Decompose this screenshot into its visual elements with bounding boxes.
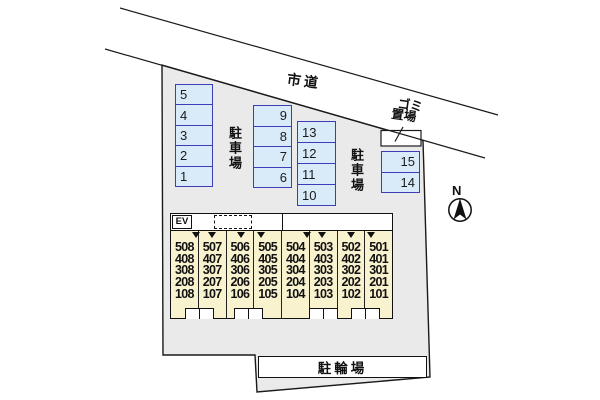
room-number-205: 205 [258, 275, 277, 290]
room-number-402: 402 [341, 251, 361, 266]
room-number-405: 405 [258, 251, 277, 266]
room-number-107: 107 [202, 286, 222, 301]
room-number-208: 208 [174, 275, 194, 290]
entrance-marker-icon [257, 232, 265, 238]
parking-space-1: 1 [176, 165, 212, 186]
entrance-marker-icon [208, 232, 216, 238]
road-line-lower [104, 48, 486, 159]
room-number-104: 104 [285, 286, 305, 301]
room-number-407: 407 [202, 251, 222, 266]
room-number-302: 302 [341, 263, 361, 278]
entrance-marker-icon [318, 232, 326, 238]
room-number-505: 505 [258, 240, 277, 255]
entrance-marker-icon [347, 232, 355, 238]
room-number-103: 103 [313, 286, 333, 301]
north-compass-icon [448, 198, 472, 222]
window-pair [185, 308, 214, 319]
window-pair [234, 308, 263, 319]
room-number-105: 105 [258, 286, 277, 301]
parking-area-label-right: 駐車場 [349, 148, 364, 193]
road-line-upper [119, 7, 499, 116]
window-pair [351, 308, 380, 319]
north-label: N [452, 183, 462, 198]
room-number-102: 102 [341, 286, 361, 301]
window-box [247, 308, 263, 319]
room-number-203: 203 [313, 275, 333, 290]
parking-space-11: 11 [298, 163, 335, 184]
parking-space-3: 3 [176, 124, 212, 145]
room-number-206: 206 [230, 275, 250, 290]
parking-area-label-left: 駐車場 [227, 126, 242, 171]
room-number-201: 201 [369, 275, 388, 290]
entrance-marker-icon [367, 232, 375, 238]
room-number-106: 106 [230, 286, 250, 301]
room-number-401: 401 [369, 251, 388, 266]
parking-space-8: 8 [254, 125, 291, 147]
parking-space-14: 14 [382, 171, 419, 193]
room-number-502: 502 [341, 240, 361, 255]
entrance-marker-icon [237, 232, 245, 238]
parking-space-6: 6 [254, 166, 291, 188]
room-number-508: 508 [174, 240, 194, 255]
room-number-507: 507 [202, 240, 222, 255]
room-number-207: 207 [202, 275, 222, 290]
bicycle-parking-label: 駐輪場 [317, 361, 368, 376]
parking-space-9: 9 [279, 108, 287, 124]
room-number-404: 404 [285, 251, 305, 266]
garbage-area-label: ゴミ 置場 [390, 97, 423, 124]
room-number-408: 408 [174, 251, 194, 266]
parking-space-13: 13 [302, 124, 317, 140]
room-number-304: 304 [285, 263, 305, 278]
room-number-503: 503 [313, 240, 333, 255]
garbage-leader-line [394, 126, 404, 142]
room-number-403: 403 [313, 251, 333, 266]
bicycle-parking-box: 駐輪場 [258, 356, 427, 378]
room-number-305: 305 [258, 263, 277, 278]
window-box [364, 308, 380, 319]
parking-space-15: 15 [400, 154, 415, 170]
room-number-301: 301 [369, 263, 388, 278]
window-pair [309, 308, 338, 319]
parking-space-10: 10 [298, 184, 335, 205]
stairwell-dashed-box [214, 215, 252, 229]
room-number-108: 108 [174, 286, 194, 301]
room-number-308: 308 [174, 263, 194, 278]
room-number-204: 204 [285, 275, 305, 290]
room-number-303: 303 [313, 263, 333, 278]
room-number-307: 307 [202, 263, 222, 278]
corridor-wall [282, 214, 284, 231]
parking-space-5: 5 [180, 87, 188, 103]
elevator-box: EV [172, 215, 192, 229]
room-number-101: 101 [369, 286, 388, 301]
room-number-202: 202 [341, 275, 361, 290]
room-number-506: 506 [230, 240, 250, 255]
entrance-marker-icon [303, 232, 311, 238]
parking-space-4: 4 [176, 104, 212, 124]
window-box [198, 308, 214, 319]
room-number-306: 306 [230, 263, 250, 278]
window-box [322, 308, 338, 319]
room-number-504: 504 [285, 240, 305, 255]
parking-space-12: 12 [298, 142, 335, 163]
parking-space-7: 7 [254, 146, 291, 167]
entrance-marker-icon [192, 232, 200, 238]
room-number-406: 406 [230, 251, 250, 266]
parking-space-2: 2 [176, 145, 212, 165]
room-number-501: 501 [369, 240, 388, 255]
road-label: 市道 [286, 70, 322, 92]
